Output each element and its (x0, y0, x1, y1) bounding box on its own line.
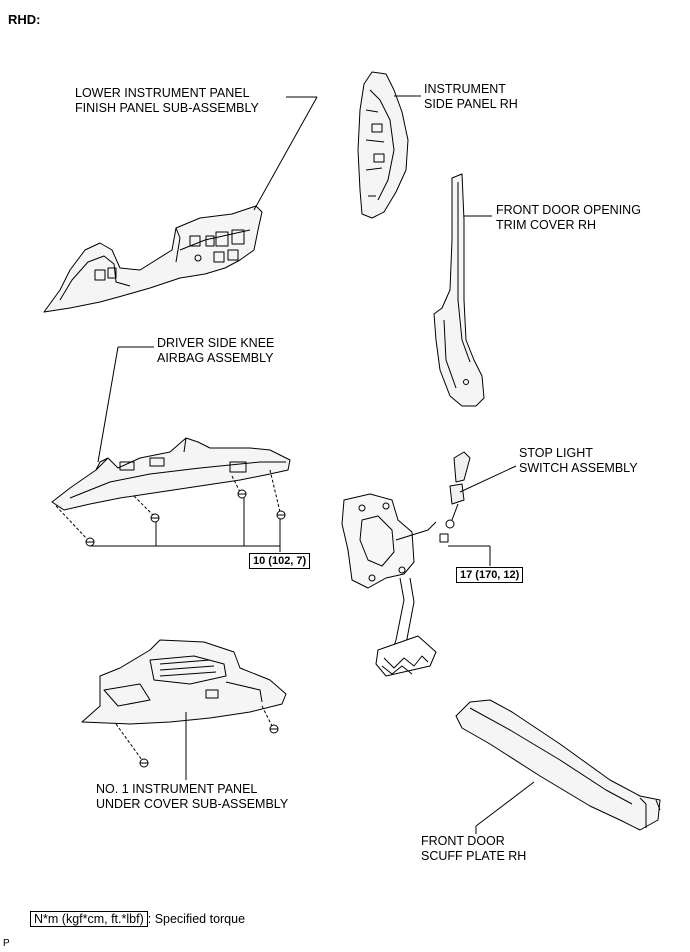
leader-lower-finish-panel-diag (253, 96, 318, 211)
torque-box-knee-airbag: 10 (102, 7) (249, 553, 311, 569)
knee-airbag-bolts (55, 469, 286, 547)
lower-finish-panel-drawing (43, 205, 263, 313)
torque-box-stop-switch: 17 (170, 12) (456, 567, 524, 583)
under-cover-bolts (115, 705, 279, 768)
torque-legend-box: N*m (kgf*cm, ft.*lbf) (30, 911, 148, 927)
under-cover-drawing (81, 639, 287, 725)
torque-leader-stop-switch (448, 545, 491, 566)
scuff-plate-rh-drawing (455, 699, 661, 831)
header-label: RHD: (8, 12, 41, 27)
corner-mark: P (3, 938, 10, 949)
torque-leader-knee-airbag (90, 498, 281, 552)
leader-scuff-plate-rh (475, 781, 535, 827)
stop-light-switch-drawing (439, 451, 471, 543)
leader-stop-light-switch (459, 465, 517, 493)
knee-airbag-drawing (51, 437, 291, 511)
side-panel-rh-drawing (357, 71, 409, 219)
torque-legend-text: : Specified torque (147, 912, 246, 926)
leader-knee-airbag-diag (97, 346, 119, 463)
torque-legend: N*m (kgf*cm, ft.*lbf): Specified torque (30, 911, 246, 927)
brake-pedal-drawing (341, 493, 437, 677)
door-trim-rh-drawing (433, 173, 485, 407)
